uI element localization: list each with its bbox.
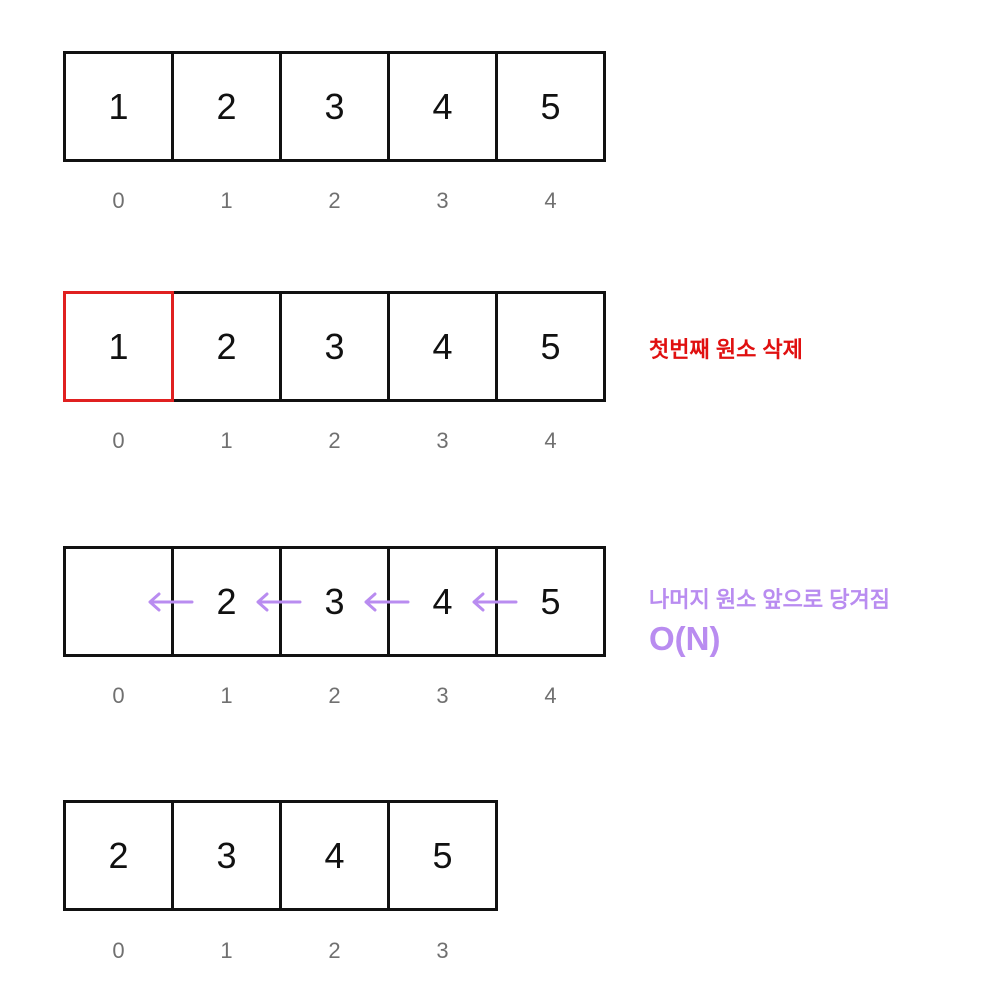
- array-cell: 4: [387, 51, 498, 162]
- cell-value: 4: [432, 85, 453, 127]
- cell-value: 1: [108, 325, 129, 367]
- index-label: 1: [220, 938, 233, 963]
- index-label: 0: [112, 428, 125, 453]
- array-row-shift: 2 3 4 5: [63, 546, 606, 657]
- array-cell: 5: [472, 546, 606, 657]
- index-label: 2: [328, 683, 341, 708]
- left-arrow-icon: [256, 592, 302, 611]
- array-cell: 5: [495, 51, 606, 162]
- delete-first-note: 첫번째 원소 삭제: [649, 337, 803, 362]
- index-label: 1: [220, 428, 233, 453]
- index-label: 4: [544, 188, 557, 213]
- array-cell: 2: [148, 546, 282, 657]
- index-label: 0: [112, 188, 125, 213]
- cell-value: 2: [108, 834, 129, 876]
- index-label: 3: [436, 428, 449, 453]
- cell-value: 2: [216, 85, 237, 127]
- left-arrow-icon: [148, 592, 194, 611]
- index-label: 3: [436, 188, 449, 213]
- index-label: 0: [112, 683, 125, 708]
- shift-rest-note: 나머지 원소 앞으로 당겨짐: [649, 587, 890, 612]
- cell-value: 5: [540, 325, 561, 367]
- cell-value: 4: [432, 325, 453, 367]
- cell-value: 4: [324, 834, 345, 876]
- array-cell: 1: [63, 51, 174, 162]
- cell-value: 2: [216, 580, 237, 622]
- index-label: 3: [436, 938, 449, 963]
- index-label: 4: [544, 683, 557, 708]
- index-label: 4: [544, 428, 557, 453]
- index-label: 2: [328, 188, 341, 213]
- array-cell: 4: [279, 800, 390, 911]
- array-row-original: 1 2 3 4 5: [63, 51, 606, 162]
- cell-value: 3: [324, 325, 345, 367]
- array-row-result: 2 3 4 5: [63, 800, 498, 911]
- array-cell: 3: [279, 51, 390, 162]
- index-label: 1: [220, 683, 233, 708]
- complexity-label: O(N): [649, 620, 721, 657]
- index-row: 0 1 2 3 4: [63, 188, 606, 214]
- cell-value: 3: [324, 580, 345, 622]
- index-row: 0 1 2 3 4: [63, 683, 606, 709]
- array-cell: 2: [171, 291, 282, 402]
- index-row: 0 1 2 3: [63, 938, 498, 964]
- cell-value: 2: [216, 325, 237, 367]
- index-label: 1: [220, 188, 233, 213]
- left-arrow-icon: [364, 592, 410, 611]
- array-cell-highlighted: 1: [63, 291, 174, 402]
- index-label: 3: [436, 683, 449, 708]
- cell-value: 4: [432, 580, 453, 622]
- array-cell: 3: [279, 291, 390, 402]
- cell-value: 1: [108, 85, 129, 127]
- index-label: 2: [328, 428, 341, 453]
- array-cell: 5: [387, 800, 498, 911]
- cell-value: 3: [216, 834, 237, 876]
- index-label: 0: [112, 938, 125, 963]
- array-cell: 2: [171, 51, 282, 162]
- array-cell: 3: [171, 800, 282, 911]
- array-cell: 4: [387, 291, 498, 402]
- index-row: 0 1 2 3 4: [63, 428, 606, 454]
- array-cell: 2: [63, 800, 174, 911]
- array-cell: 5: [495, 291, 606, 402]
- cell-value: 5: [432, 834, 453, 876]
- array-row-delete: 1 2 3 4 5: [63, 291, 606, 402]
- cell-value: 5: [540, 85, 561, 127]
- index-label: 2: [328, 938, 341, 963]
- cell-value: 5: [540, 580, 561, 622]
- left-arrow-icon: [472, 592, 518, 611]
- cell-value: 3: [324, 85, 345, 127]
